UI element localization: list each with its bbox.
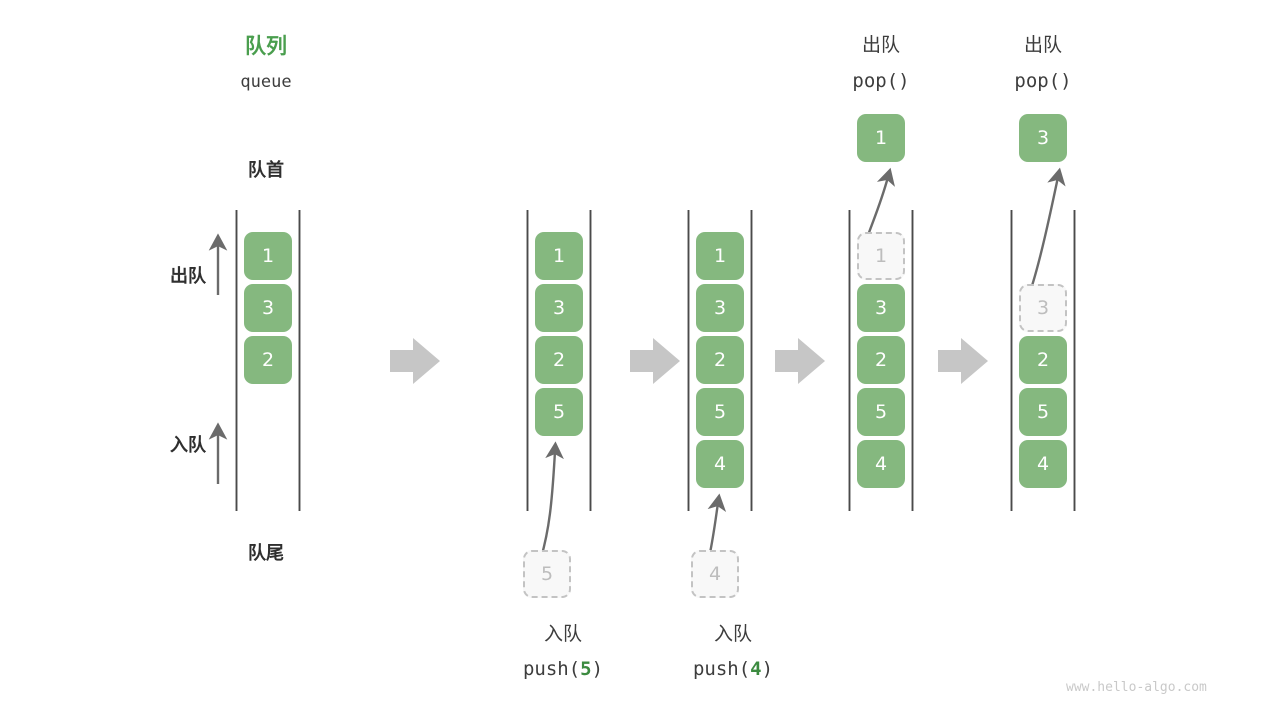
queue-cell: 1 xyxy=(696,232,744,280)
flow-arrow-3 xyxy=(775,338,825,384)
rear-label: 队尾 xyxy=(248,543,284,564)
queue-cell: 2 xyxy=(244,336,292,384)
queue-cell: 2 xyxy=(857,336,905,384)
queue-cell: 5 xyxy=(696,388,744,436)
queue-cell: 3 xyxy=(696,284,744,332)
pop-3-result-cell: 3 xyxy=(1019,114,1067,162)
push-4-caption-code: push(4) xyxy=(648,660,818,679)
push-5-pending-cell: 5 xyxy=(523,550,571,598)
push-4-code-arg: 4 xyxy=(750,658,762,680)
page-title-cn: 队列 xyxy=(245,34,287,58)
queue-column-push-4: 1 3 2 5 4 xyxy=(696,232,744,488)
pop-3-label-code: pop() xyxy=(1014,70,1072,92)
flow-arrow-4 xyxy=(938,338,988,384)
push-5-caption-cn: 入队 xyxy=(543,623,582,645)
push-5-code-suffix: ) xyxy=(591,658,604,680)
queue-cell: 2 xyxy=(535,336,583,384)
queue-cell: 5 xyxy=(1019,388,1067,436)
pop-3-label-cn: 出队 xyxy=(1023,34,1062,56)
queue-column-pop-3: 3 2 5 4 xyxy=(1019,232,1067,488)
queue-cell: 1 xyxy=(535,232,583,280)
queue-cell-new: 5 xyxy=(535,388,583,436)
queue-cell: 2 xyxy=(696,336,744,384)
pop-1-result-cell: 1 xyxy=(857,114,905,162)
flow-arrow-1 xyxy=(390,338,440,384)
pop-1-label-code: pop() xyxy=(852,70,910,92)
queue-cell: 5 xyxy=(857,388,905,436)
queue-cell-vacant xyxy=(1019,232,1067,280)
dequeue-side-label: 出队 xyxy=(170,266,206,287)
queue-cell: 1 xyxy=(244,232,292,280)
front-label: 队首 xyxy=(248,160,284,181)
pop-3-outflow-arrow xyxy=(1028,167,1066,293)
queue-cell: 4 xyxy=(1019,440,1067,488)
queue-cell-new: 4 xyxy=(696,440,744,488)
push-5-code-prefix: push( xyxy=(522,658,581,680)
queue-column-pop-1: 1 3 2 5 4 xyxy=(857,232,905,488)
push-4-pending-cell: 4 xyxy=(691,550,739,598)
push-5-caption-code: push(5) xyxy=(478,660,648,679)
push-5-code-arg: 5 xyxy=(580,658,592,680)
queue-rails xyxy=(235,210,1076,511)
queue-cell: 3 xyxy=(535,284,583,332)
push-4-caption-cn: 入队 xyxy=(713,623,752,645)
flow-arrow-2 xyxy=(630,338,680,384)
push-4-code-prefix: push( xyxy=(692,658,751,680)
push-5-inflow-arrow xyxy=(539,441,564,559)
enqueue-side-label: 入队 xyxy=(170,435,206,456)
queue-cell-removed: 1 xyxy=(857,232,905,280)
queue-cell: 3 xyxy=(857,284,905,332)
queue-cell: 2 xyxy=(1019,336,1067,384)
push-4-code-suffix: ) xyxy=(761,658,774,680)
queue-cell: 3 xyxy=(244,284,292,332)
watermark: www.hello-algo.com xyxy=(1066,680,1207,695)
queue-column-initial: 1 3 2 xyxy=(244,232,292,384)
queue-column-push-5: 1 3 2 5 xyxy=(535,232,583,436)
queue-cell-removed: 3 xyxy=(1019,284,1067,332)
pop-1-label-cn: 出队 xyxy=(861,34,900,56)
page-title-en: queue xyxy=(240,72,292,92)
queue-cell: 4 xyxy=(857,440,905,488)
